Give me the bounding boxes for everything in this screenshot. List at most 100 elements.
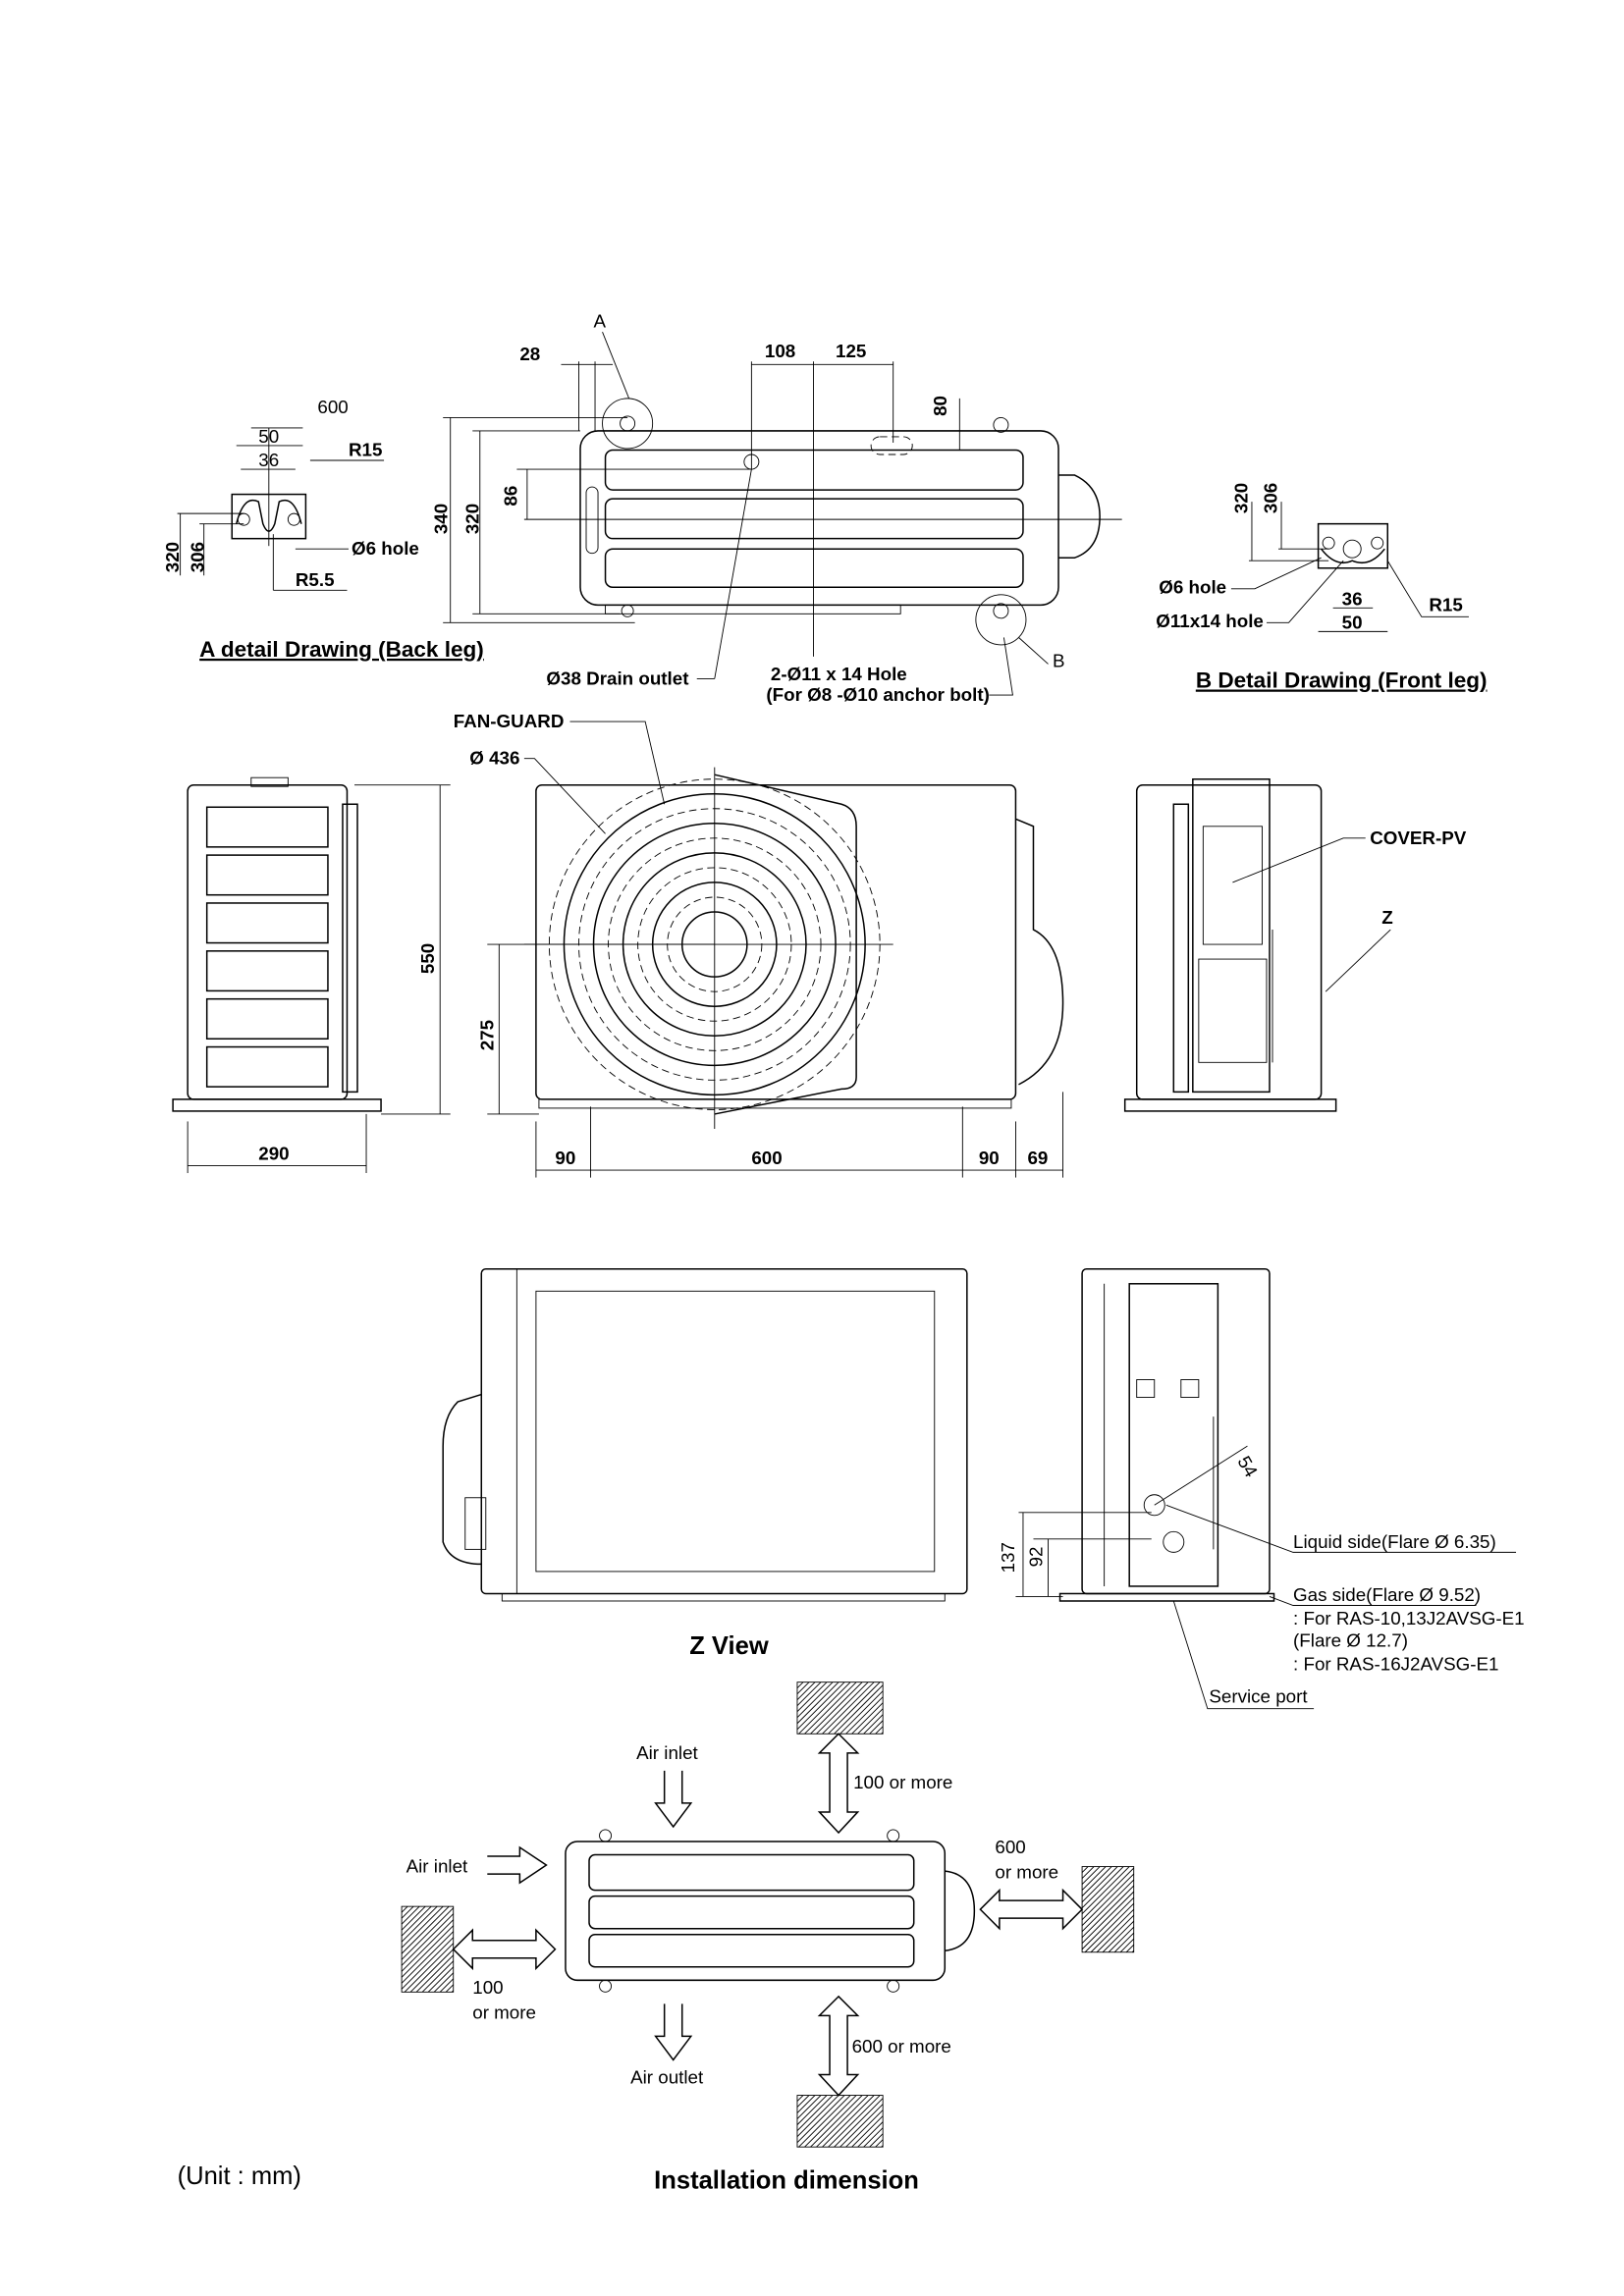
dim-125: 125 [836, 341, 866, 361]
fan-guard-label: FAN-GUARD [454, 711, 565, 731]
hatch-line [401, 1905, 420, 1925]
dim-90-left: 90 [555, 1148, 575, 1168]
hatch-line [798, 2095, 851, 2148]
hatch-line [1081, 1866, 1107, 1891]
left-clearance-label: 100 [472, 1977, 503, 1998]
hatch-line [404, 1943, 455, 1993]
top-clearance-label: 100 or more [853, 1772, 952, 1792]
hatch-line [796, 1682, 816, 1701]
hatch-line [1081, 1866, 1095, 1879]
hatch-line [796, 2095, 834, 2131]
gas-flare-2: (Flare Ø 12.7) [1293, 1630, 1408, 1651]
dim-600: 600 [751, 1148, 782, 1168]
front-view: 275 90 600 90 69 FAN-GUARD Ø 436 [454, 711, 1064, 1178]
hatch-line [881, 1732, 884, 1735]
air-outlet-arrow [654, 2003, 693, 2061]
hatch-line [1081, 1873, 1135, 1927]
hatch-line [1084, 1902, 1135, 1953]
hatch-line [401, 1925, 455, 1978]
r55-label: R5.5 [296, 569, 335, 590]
side-panel [205, 902, 329, 944]
dim-50: 50 [1342, 612, 1363, 632]
hatch-line [1081, 1866, 1130, 1914]
top-view: 28 108 125 80 340 320 86 A B Ø38 Drain o… [431, 311, 1122, 705]
hatch-line [1102, 1920, 1135, 1953]
dim-290: 290 [258, 1144, 289, 1164]
dim-36: 36 [258, 450, 279, 470]
dim-54: 54 [1233, 1453, 1262, 1481]
hatch-line [863, 2127, 884, 2148]
r15-label: R15 [349, 439, 382, 459]
r15-label: R15 [1429, 594, 1462, 614]
hatch-line [822, 2095, 875, 2148]
dim-600: 600 [317, 397, 348, 417]
detail-a-title: A detail Drawing (Back leg) [199, 637, 484, 662]
hatch-line [810, 2095, 863, 2148]
cover-pv-label: COVER-PV [1370, 828, 1467, 848]
hatch-line [1081, 1891, 1135, 1945]
gas-model-2: : For RAS-16J2AVSG-E1 [1293, 1654, 1498, 1675]
air-outlet-label: Air outlet [630, 2067, 704, 2088]
dim-108: 108 [765, 341, 795, 361]
hatch-line [401, 1905, 414, 1919]
right-side-view: COVER-PV Z [1123, 777, 1467, 1112]
z-view: Z View [442, 1268, 968, 1660]
hatch-line [1081, 1866, 1101, 1885]
hatch-line [828, 1682, 881, 1735]
hatch-line [845, 1696, 884, 1735]
hatch-line [828, 2095, 881, 2148]
air-inlet-top-label: Air inlet [636, 1742, 698, 1763]
wall-hatch [796, 1682, 884, 1735]
dim-550: 550 [417, 943, 438, 974]
air-inlet-arrow-left [487, 1845, 548, 1885]
hole6-label: Ø6 hole [1159, 576, 1226, 597]
hatch-line [796, 2095, 804, 2102]
hatch-line [816, 2095, 869, 2148]
hatch-line [796, 2095, 822, 2119]
liquid-side-label: Liquid side(Flare Ø 6.35) [1293, 1531, 1496, 1552]
hatch-line [451, 1990, 455, 1993]
hole11-label: Ø11x14 hole [1156, 611, 1264, 631]
hatch-line [401, 1919, 455, 1972]
hatch-line [401, 1905, 450, 1954]
hatch-line [401, 1931, 455, 1984]
hatch-line [851, 1702, 884, 1735]
unit-outline [579, 430, 1059, 607]
hatch-line [796, 1682, 834, 1719]
dim-69: 69 [1027, 1148, 1048, 1168]
hatch-line [445, 1984, 455, 1993]
hatch-line [401, 1905, 408, 1913]
pipe-side-view: 137 92 54 Liquid side(Flare Ø 6.35) Gas … [998, 1268, 1525, 1710]
anchor-bolt-label: (For Ø8 -Ø10 anchor bolt) [766, 684, 989, 705]
dim-50: 50 [258, 426, 279, 447]
dim-36: 36 [1342, 588, 1363, 609]
drain-outlet-label: Ø38 Drain outlet [546, 667, 689, 688]
hatch-line [1090, 1908, 1135, 1953]
hatch-line [857, 1708, 884, 1735]
gas-side-label: Gas side(Flare Ø 9.52) [1293, 1584, 1481, 1605]
dim-320: 320 [162, 542, 183, 572]
hatch-line [863, 1714, 884, 1735]
left-clearance-label-2: or more [472, 2002, 536, 2022]
dim-90-right: 90 [979, 1148, 1000, 1168]
hatch-line [401, 1937, 455, 1990]
hatch-line [1081, 1866, 1124, 1908]
hatch-line [804, 2095, 857, 2148]
clearance-arrow-bottom [817, 1995, 860, 2097]
installation-diagram: Air inlet Air inlet Air outlet 100 or mo… [401, 1682, 1135, 2194]
hatch-line [1081, 1879, 1135, 1933]
hatch-line [1081, 1896, 1135, 1950]
fan-diameter-label: Ø 436 [469, 748, 519, 769]
dim-306: 306 [188, 542, 208, 572]
hatch-line [421, 1960, 455, 1993]
detail-b-marker [975, 594, 1027, 646]
installation-title: Installation dimension [654, 2166, 919, 2194]
hatch-line [839, 1690, 884, 1735]
hatch-line [796, 1682, 810, 1695]
wall-hatch [796, 2095, 884, 2148]
hatch-line [401, 1913, 455, 1966]
hatch-line [427, 1966, 455, 1993]
hatch-line [1081, 1885, 1135, 1939]
hatch-line [796, 1682, 822, 1707]
